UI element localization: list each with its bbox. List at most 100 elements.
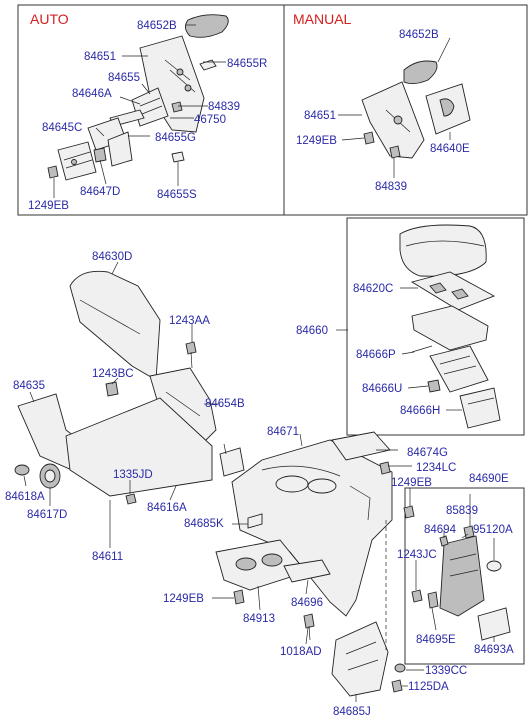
tray-84685K [247, 513, 263, 529]
label-1339CC: 1339CC [425, 665, 467, 677]
label-84666P: 84666P [356, 349, 396, 361]
label-84647D: 84647D [80, 186, 120, 198]
auto-lower-bracket [57, 141, 107, 181]
label-85839: 85839 [446, 505, 478, 517]
manual-screw [363, 131, 375, 145]
auto-clip [171, 101, 183, 113]
label-84620C: 84620C [353, 283, 393, 295]
manual-shift-panel [361, 81, 425, 159]
label-84694: 84694 [424, 524, 457, 536]
screw-1243JC [411, 589, 423, 603]
label-84651-manual: 84651 [304, 110, 336, 122]
rear-panel-group-frame [404, 487, 525, 665]
label-1243JC: 1243JC [397, 549, 437, 561]
label-1243BC: 1243BC [92, 368, 134, 380]
label-1125DA: 1125DA [408, 681, 449, 693]
label-84655S: 84655S [157, 189, 197, 201]
label-84611: 84611 [92, 551, 123, 563]
label-84651-auto: 84651 [84, 51, 116, 63]
manual-panel-frame [283, 4, 528, 216]
label-84685J: 84685J [333, 706, 371, 718]
bolt-1249EB-low [233, 589, 245, 605]
armrest-latch [459, 387, 501, 429]
label-84839-auto: 84839 [208, 101, 240, 113]
label-84696: 84696 [291, 597, 323, 609]
label-84617D: 84617D [27, 509, 67, 521]
auto-shift-panel [139, 35, 205, 133]
nut-1339CC [394, 663, 406, 673]
label-84685K: 84685K [184, 518, 224, 530]
label-84655: 84655 [108, 72, 140, 84]
label-1249EB-manual: 1249EB [296, 135, 337, 147]
label-84652B-manual: 84652B [399, 29, 439, 41]
auto-small-pad [171, 151, 185, 163]
label-84913: 84913 [243, 613, 275, 625]
screw-1234LC [379, 461, 391, 475]
label-84616A: 84616A [147, 502, 187, 514]
label-84660: 84660 [296, 325, 328, 337]
cupholder-84913 [215, 539, 307, 591]
auto-panel-title: AUTO [30, 11, 69, 27]
armrest-button [427, 379, 441, 393]
clip-1335JD [125, 493, 137, 505]
label-84635: 84635 [13, 380, 45, 392]
console-body-84671 [231, 439, 393, 617]
bolt-1243BC [105, 381, 119, 397]
manual-panel-title: MANUAL [293, 11, 352, 27]
label-84695E: 84695E [416, 634, 456, 646]
label-84646A: 84646A [72, 88, 112, 100]
manual-shift-boot [425, 83, 471, 135]
socket-84617D [39, 463, 61, 489]
label-1243AA: 1243AA [169, 315, 210, 327]
label-84618A: 84618A [5, 491, 45, 503]
label-84674G: 84674G [407, 447, 448, 459]
label-46750: 46750 [194, 114, 226, 126]
label-1234LC: 1234LC [416, 462, 456, 474]
armrest-group-frame [346, 217, 525, 436]
label-84690E: 84690E [469, 473, 509, 485]
label-84630D: 84630D [92, 251, 132, 263]
armrest-cushion [399, 224, 487, 277]
label-1249EB-auto: 1249EB [28, 200, 69, 212]
side-cover-84630D [69, 270, 161, 381]
manual-clip [389, 145, 401, 159]
auto-trim-pieces [87, 117, 133, 167]
label-1018AD: 1018AD [280, 646, 322, 658]
label-1335JD: 1335JD [113, 469, 153, 481]
auto-shift-boot-cover [185, 14, 229, 38]
console-lower-body-84611 [65, 397, 213, 497]
label-84654B: 84654B [205, 398, 245, 410]
switch-84654B [219, 447, 245, 477]
armrest-pin [411, 345, 433, 353]
trim-84696 [283, 559, 331, 583]
armrest-hinge-assembly [429, 345, 489, 393]
socket-95120A [486, 560, 502, 572]
auto-indicator-plate [199, 59, 217, 71]
auto-screw [47, 165, 59, 179]
label-84655G: 84655G [155, 132, 196, 144]
screw-1249EB-main [403, 505, 415, 519]
label-84640E: 84640E [430, 143, 470, 155]
manual-shift-boot-cover [403, 60, 438, 85]
label-84666U: 84666U [362, 383, 402, 395]
label-84652B-auto: 84652B [137, 20, 177, 32]
label-1249EB-main: 1249EB [391, 477, 432, 489]
clip-84695E-small [427, 591, 439, 609]
armrest-cover-plate [410, 271, 496, 311]
label-84671: 84671 [267, 426, 299, 438]
armrest-frame [411, 305, 489, 351]
label-84693A: 84693A [474, 644, 514, 656]
rear-panel-84695E [439, 535, 485, 617]
label-95120A: 95120A [473, 524, 513, 536]
label-84655R: 84655R [227, 58, 267, 70]
bolt-1125DA [391, 679, 403, 693]
bolt-1243AA [185, 341, 197, 369]
label-1249EB-low: 1249EB [163, 593, 204, 605]
label-84666H: 84666H [400, 405, 440, 417]
cup-84618A [14, 464, 30, 476]
label-84645C: 84645C [42, 122, 82, 134]
bracket-84685J [331, 621, 389, 697]
cover-84693A [477, 607, 511, 641]
bolt-1018AD [303, 613, 315, 641]
